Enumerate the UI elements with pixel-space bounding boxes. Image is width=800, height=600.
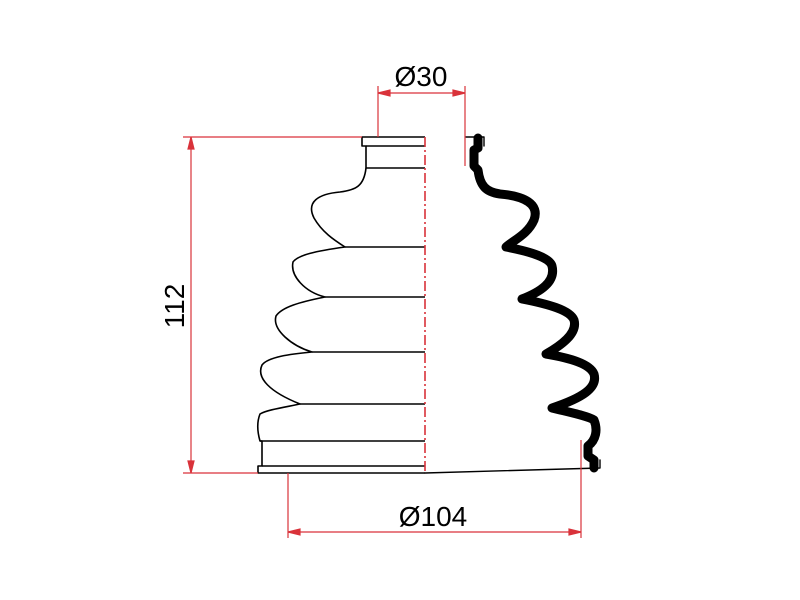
bellows-outer-profile <box>256 167 425 474</box>
height-label: 112 <box>159 284 190 329</box>
dim-top-arrow-left <box>377 89 391 97</box>
section-wall <box>469 133 601 473</box>
section-base-edge <box>424 459 601 474</box>
section-outer-edge <box>465 136 485 147</box>
dim-bottom-arrow-left <box>287 528 301 536</box>
dim-height-arrow-bottom <box>187 460 195 474</box>
boot-section-half <box>424 133 601 474</box>
dim-top-diameter <box>377 86 466 166</box>
dim-height-arrow-top <box>187 136 195 150</box>
dim-height <box>183 136 362 474</box>
dim-top-arrow-right <box>452 89 466 97</box>
bottom-diameter-label: Ø104 <box>399 501 468 532</box>
top-collar-outline <box>361 136 425 169</box>
top-diameter-label: Ø30 <box>395 61 448 92</box>
dim-bottom-diameter <box>287 440 582 538</box>
boot-outline-half <box>256 136 425 474</box>
dim-bottom-arrow-right <box>568 528 582 536</box>
